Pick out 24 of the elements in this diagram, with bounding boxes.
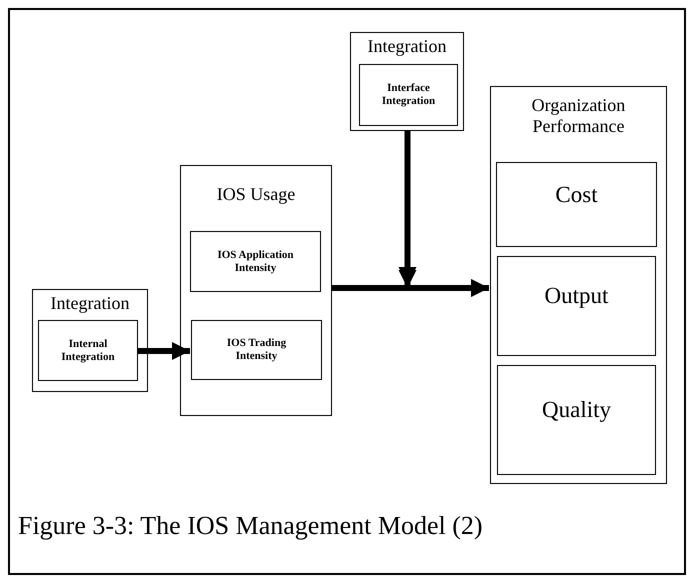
box-label: Organization Performance [530,95,626,137]
process-box [359,64,458,126]
box-label: Interface Integration [380,82,436,108]
process-box [497,256,656,356]
box-label: Integration [50,293,130,314]
box-label: IOS Usage [216,184,296,205]
process-box [496,162,657,247]
process-box [497,365,656,475]
box-label: Quality [542,397,611,423]
process-box [38,320,138,381]
box-label: Output [544,283,608,309]
group-box [180,165,332,416]
process-box [191,320,322,380]
box-label: Cost [555,182,598,208]
figure-caption: Figure 3-3: The IOS Management Model (2) [18,510,483,542]
box-label: Integration [368,36,446,57]
group-box [490,86,667,484]
box-label: IOS Application Intensity [216,248,295,274]
box-label: Internal Integration [60,338,116,364]
group-box [350,32,464,131]
process-box [190,231,321,292]
arrow [138,342,190,360]
group-box [32,289,148,392]
box-label: IOS Trading Intensity [226,337,288,363]
